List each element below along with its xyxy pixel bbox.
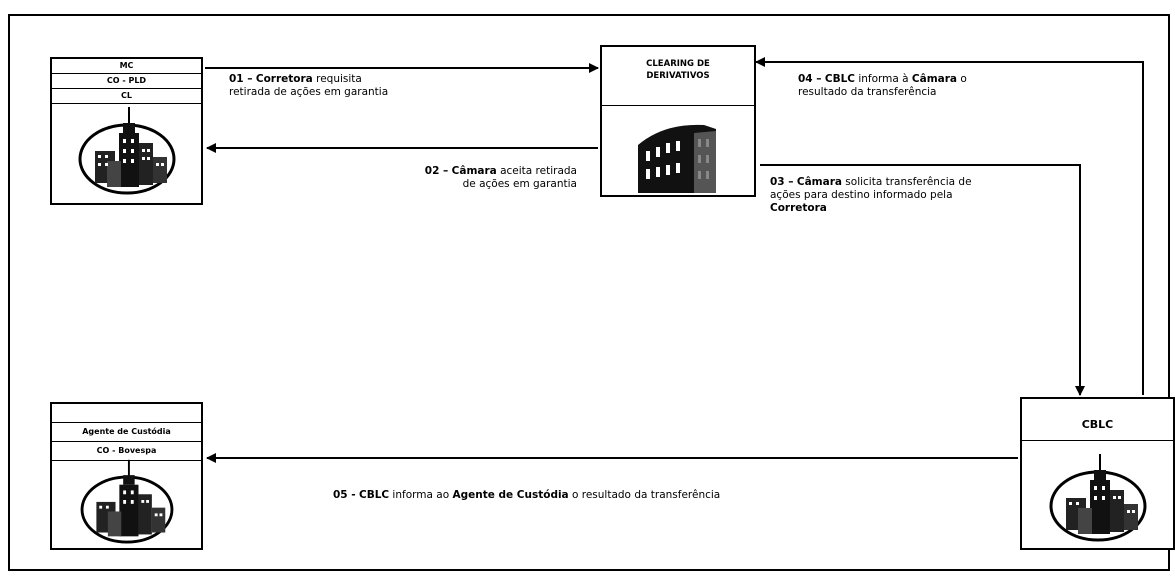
building-icon	[634, 119, 720, 199]
step-01-num: 01 –	[229, 73, 253, 85]
step-04-actor: CBLC	[824, 73, 855, 85]
step-05-text1: informa ao	[389, 489, 453, 501]
step-05-num: 05 -	[333, 489, 356, 501]
step-01-text1: requisita	[312, 73, 362, 85]
step-04-text2: o	[957, 73, 967, 85]
participant-row-empty	[52, 404, 201, 423]
city-icon	[1022, 450, 1173, 548]
step-05-actor: CBLC	[358, 489, 390, 501]
step-03-num: 03 –	[770, 176, 794, 188]
step-02-label: 02 – Câmara aceita retirada de ações em …	[425, 165, 577, 191]
cblc-box: CBLC	[1020, 397, 1175, 550]
step-02-num: 02 –	[424, 165, 449, 177]
clearing-divider	[602, 105, 754, 106]
city-icon	[52, 456, 201, 548]
participant-row-mc: MC	[52, 59, 201, 74]
participant-box-top: MC CO - PLD CL	[50, 57, 203, 205]
clearing-title-line2: DERIVATIVOS	[646, 71, 710, 81]
participant-row-agente-custodia: Agente de Custódia	[52, 423, 201, 442]
clearing-derivativos-box: CLEARING DE DERIVATIVOS	[600, 45, 756, 197]
step-04-label: 04 – CBLC informa à Câmara o resultado d…	[798, 73, 967, 99]
participant-box-bottom: Agente de Custódia CO - Bovespa	[50, 402, 203, 550]
step-03-text2: ações para destino informado pela	[770, 189, 953, 201]
clearing-title-line1: CLEARING DE	[646, 59, 710, 69]
step-02-actor: Câmara	[451, 165, 497, 177]
arrow-step-04	[755, 57, 1144, 395]
participant-row-co-bovespa: CO - Bovespa	[52, 442, 201, 461]
step-01-actor: Corretora	[255, 73, 313, 85]
step-05-label: 05 - CBLC informa ao Agente de Custódia …	[333, 489, 720, 502]
step-01-label: 01 – Corretora requisita retirada de açõ…	[229, 73, 388, 99]
step-01-text2: retirada de ações em garantia	[229, 86, 389, 98]
city-icon	[52, 103, 201, 203]
step-05-text2: o resultado da transferência	[568, 489, 721, 501]
arrow-step-03	[760, 164, 1085, 396]
step-04-num: 04 –	[798, 73, 822, 85]
participant-row-cl: CL	[52, 89, 201, 104]
step-04-actor2: Câmara	[911, 73, 958, 85]
participant-row-co-pld: CO - PLD	[52, 74, 201, 89]
step-04-text3: resultado da transferência	[798, 86, 937, 98]
step-04-text1: informa à	[854, 73, 912, 85]
diagram-frame	[8, 14, 1170, 571]
step-03-label: 03 – Câmara solicita transferência de aç…	[770, 176, 972, 215]
step-05-actor2: Agente de Custódia	[452, 489, 569, 501]
step-02-text2: de ações em garantia	[462, 178, 577, 190]
step-03-text3: Corretora	[770, 202, 827, 214]
step-03-text1: solicita transferência de	[841, 176, 972, 188]
cblc-title: CBLC	[1022, 399, 1173, 441]
step-02-text1: aceita retirada	[496, 165, 577, 177]
clearing-title: CLEARING DE DERIVATIVOS	[602, 47, 754, 82]
step-03-actor: Câmara	[796, 176, 842, 188]
